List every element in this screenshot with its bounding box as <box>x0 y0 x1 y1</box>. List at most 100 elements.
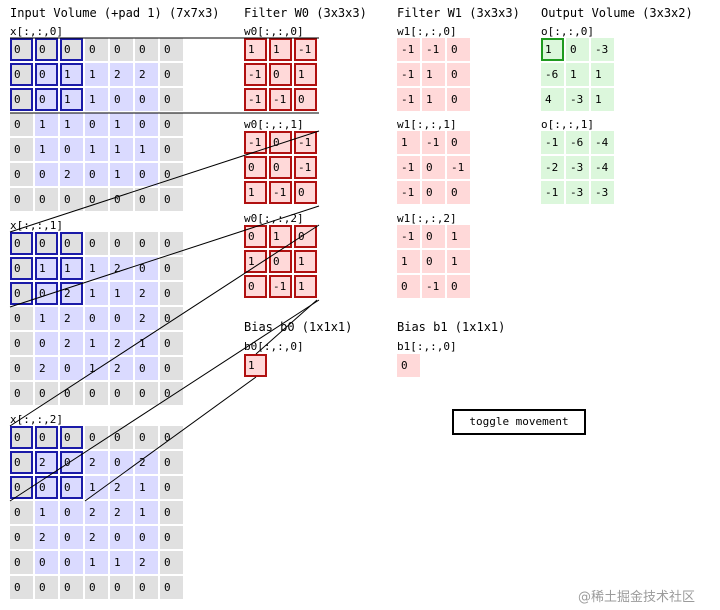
input-slice-1-cell: 0 <box>10 282 33 305</box>
filter-w1-slice-0-label: w1[:,:,0] <box>397 25 457 38</box>
input-slice-1-cell: 2 <box>110 257 133 280</box>
bias-b1-value: 0 <box>397 354 420 377</box>
input-slice-2-cell: 0 <box>85 426 108 449</box>
input-slice-2-cell: 0 <box>160 476 183 499</box>
input-slice-1-cell: 0 <box>110 382 133 405</box>
filter-w0-slice-0-label: w0[:,:,0] <box>244 25 304 38</box>
input-slice-1-cell: 0 <box>10 232 33 255</box>
input-slice-1-cell: 0 <box>35 332 58 355</box>
input-slice-0-cell: 0 <box>160 38 183 61</box>
input-slice-2-cell: 0 <box>60 576 83 599</box>
output-slice-0-cell: 1 <box>566 63 589 86</box>
output-slice-0-cell: 1 <box>541 38 564 61</box>
filter-w0-slice-1-cell: -1 <box>294 131 317 154</box>
input-slice-2-cell: 0 <box>160 576 183 599</box>
input-slice-0-cell: 0 <box>60 188 83 211</box>
input-slice-2-cell: 0 <box>60 526 83 549</box>
input-slice-0-cell: 1 <box>85 138 108 161</box>
input-slice-0-cell: 0 <box>160 138 183 161</box>
input-slice-1-cell: 0 <box>160 357 183 380</box>
input-slice-1-cell: 2 <box>135 282 158 305</box>
filter-w1-slice-1-cell: 0 <box>422 156 445 179</box>
input-slice-0-label: x[:,:,0] <box>10 25 63 38</box>
input-slice-2-cell: 2 <box>35 526 58 549</box>
input-slice-2-cell: 0 <box>110 576 133 599</box>
filter-w0-slice-0-cell: 1 <box>244 38 267 61</box>
output-slice-0-cell: 1 <box>591 63 614 86</box>
input-slice-2-cell: 1 <box>135 476 158 499</box>
input-slice-1-cell: 0 <box>10 307 33 330</box>
input-slice-2-cell: 2 <box>85 501 108 524</box>
output-slice-1-cell: -3 <box>566 156 589 179</box>
filter-w0-slice-0-cell: 1 <box>269 38 292 61</box>
filter-w0-slice-2-cell: 1 <box>269 225 292 248</box>
input-slice-1-cell: 0 <box>85 307 108 330</box>
input-slice-1-cell: 1 <box>35 257 58 280</box>
filter-w1-slice-0-cell: 1 <box>422 88 445 111</box>
input-slice-0-cell: 0 <box>85 113 108 136</box>
input-slice-1-cell: 0 <box>160 257 183 280</box>
output-slice-0-cell: 4 <box>541 88 564 111</box>
filter-w1-slice-1-label: w1[:,:,1] <box>397 118 457 131</box>
filter-w0-slice-1-cell: 1 <box>244 181 267 204</box>
filter-w0-slice-1-label: w0[:,:,1] <box>244 118 304 131</box>
input-slice-2-cell: 2 <box>85 451 108 474</box>
input-slice-0-cell: 1 <box>110 113 133 136</box>
filter-w1-slice-0-cell: 0 <box>447 38 470 61</box>
input-slice-1-cell: 0 <box>135 357 158 380</box>
filter-w1-slice-0-cell: 0 <box>447 63 470 86</box>
filter-w0-slice-0-cell: -1 <box>294 38 317 61</box>
input-slice-1-cell: 1 <box>85 357 108 380</box>
output-slice-1-cell: -3 <box>591 181 614 204</box>
input-slice-2-cell: 0 <box>60 451 83 474</box>
filter-w0-slice-1-cell: 0 <box>269 131 292 154</box>
filter-w1-slice-2-cell: 1 <box>397 250 420 273</box>
input-slice-0-cell: 0 <box>10 38 33 61</box>
input-slice-0-cell: 1 <box>35 113 58 136</box>
input-slice-0-cell: 0 <box>135 113 158 136</box>
input-slice-1-cell: 2 <box>110 357 133 380</box>
input-slice-1-cell: 1 <box>110 282 133 305</box>
input-slice-0-cell: 0 <box>10 113 33 136</box>
output-slice-1-cell: -6 <box>566 131 589 154</box>
filter-w0-slice-1-cell: 0 <box>244 156 267 179</box>
input-slice-1-cell: 1 <box>85 257 108 280</box>
input-slice-0-cell: 0 <box>35 38 58 61</box>
input-slice-0-cell: 0 <box>110 188 133 211</box>
input-slice-2-cell: 2 <box>135 551 158 574</box>
input-slice-0-cell: 1 <box>35 138 58 161</box>
input-slice-2-cell: 0 <box>135 526 158 549</box>
output-slice-1-label: o[:,:,1] <box>541 118 594 131</box>
filter-w1-title: Filter W1 (3x3x3) <box>397 6 520 20</box>
input-slice-0-cell: 2 <box>135 63 158 86</box>
input-slice-1-cell: 0 <box>110 232 133 255</box>
input-slice-2-cell: 0 <box>35 476 58 499</box>
input-slice-2-cell: 0 <box>160 426 183 449</box>
output-slice-0-label: o[:,:,0] <box>541 25 594 38</box>
input-slice-2-cell: 0 <box>10 551 33 574</box>
input-slice-0-cell: 0 <box>135 163 158 186</box>
filter-w0-title: Filter W0 (3x3x3) <box>244 6 367 20</box>
filter-w1-slice-2-cell: 0 <box>447 275 470 298</box>
input-slice-1-cell: 0 <box>160 232 183 255</box>
input-slice-0-cell: 0 <box>160 113 183 136</box>
output-slice-1-cell: -1 <box>541 181 564 204</box>
toggle-movement-button[interactable]: toggle movement <box>452 409 586 435</box>
output-slice-0-cell: 0 <box>566 38 589 61</box>
input-slice-1-cell: 0 <box>35 382 58 405</box>
input-slice-2-cell: 1 <box>135 501 158 524</box>
input-slice-1-cell: 0 <box>110 307 133 330</box>
input-slice-1-cell: 0 <box>85 382 108 405</box>
output-slice-0-cell: -3 <box>566 88 589 111</box>
input-slice-1-cell: 0 <box>10 257 33 280</box>
input-slice-0-cell: 1 <box>60 88 83 111</box>
filter-w1-slice-2-cell: -1 <box>422 275 445 298</box>
filter-w1-slice-2-cell: 0 <box>422 225 445 248</box>
input-slice-1-cell: 1 <box>85 332 108 355</box>
input-slice-1-cell: 0 <box>10 332 33 355</box>
filter-w1-slice-2-cell: -1 <box>397 225 420 248</box>
input-slice-0-cell: 1 <box>110 163 133 186</box>
output-slice-1-cell: -2 <box>541 156 564 179</box>
input-slice-2-cell: 0 <box>10 576 33 599</box>
input-slice-0-cell: 0 <box>110 38 133 61</box>
